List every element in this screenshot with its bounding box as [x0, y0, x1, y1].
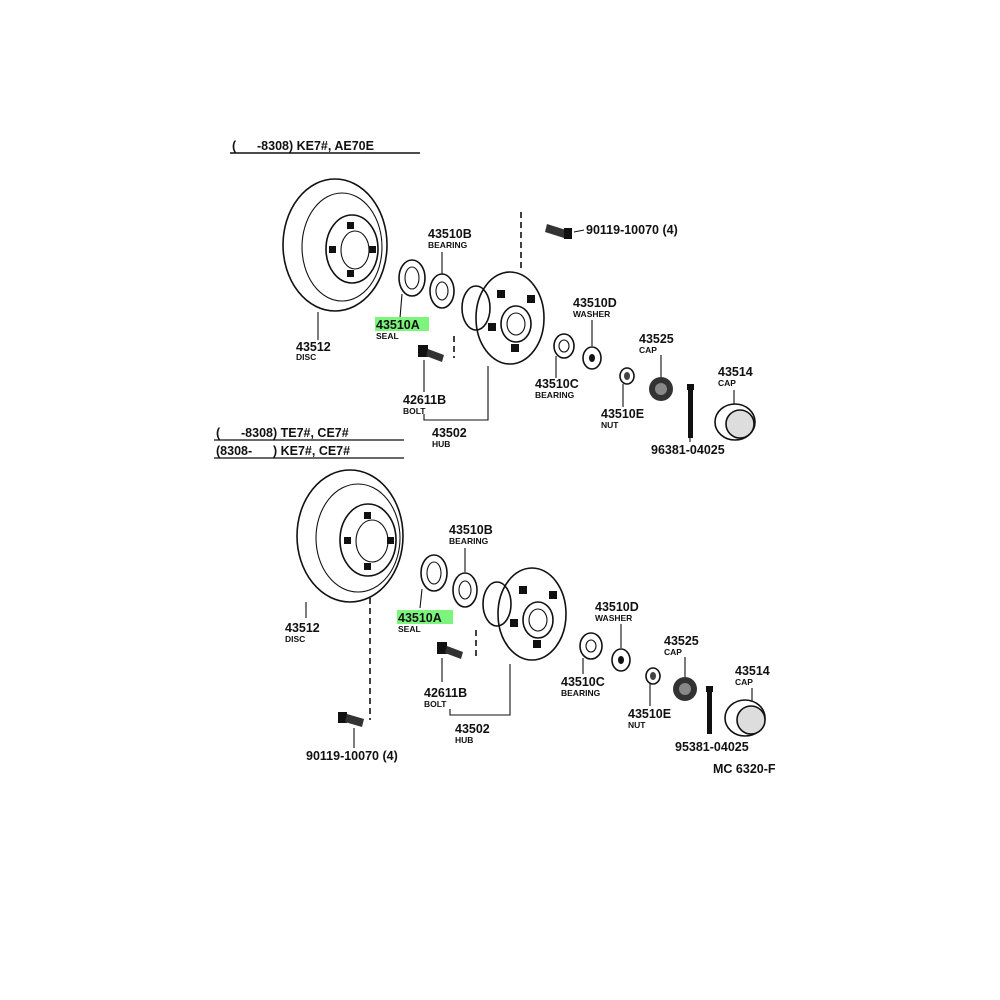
top-disc-drawing — [282, 178, 388, 312]
top-hub-drawing — [461, 271, 545, 365]
bottom-bearing-b-number: 43510B — [449, 523, 493, 537]
bottom-cap-25-drawing — [673, 677, 697, 701]
bottom-seal-drawing — [420, 554, 448, 592]
bottom-cap-14-name: CAP — [735, 677, 753, 687]
top-bearing-c-drawing — [553, 333, 575, 359]
bottom-bearing-c-drawing — [579, 632, 603, 660]
top-washer-drawing — [582, 346, 602, 370]
top-cap-25-number: 43525 — [639, 332, 674, 346]
top-section: ( -8308) KE7#, AE70E 43512 DISC 43510A S… — [230, 139, 756, 457]
top-cap-14-drawing — [714, 403, 756, 441]
top-seal-name: SEAL — [376, 331, 399, 341]
bottom-cap-25-name: CAP — [664, 647, 682, 657]
top-bearing-c-name: BEARING — [535, 390, 575, 400]
top-cap-25-name: CAP — [639, 345, 657, 355]
bottom-bearing-b-name: BEARING — [449, 536, 489, 546]
bottom-nut-name: NUT — [628, 720, 646, 730]
top-seal-drawing — [398, 259, 426, 297]
top-bolt-drawing — [418, 345, 444, 362]
bottom-pin-number: 95381-04025 — [675, 740, 749, 754]
top-washer-name: WASHER — [573, 309, 610, 319]
bottom-bearing-c-number: 43510C — [561, 675, 605, 689]
top-hub-number: 43502 — [432, 426, 467, 440]
bottom-bearing-b-drawing — [452, 572, 478, 608]
bottom-disc-drawing — [296, 469, 404, 603]
bottom-washer-name: WASHER — [595, 613, 632, 623]
bottom-bolt-drawing — [437, 642, 463, 659]
bottom-washer-number: 43510D — [595, 600, 639, 614]
top-nut-drawing — [619, 367, 635, 385]
top-cap-25-drawing — [649, 377, 673, 401]
bottom-hub-number: 43502 — [455, 722, 490, 736]
figure-code: MC 6320-F — [713, 762, 776, 776]
bottom-washer-drawing — [611, 648, 631, 672]
top-pin-drawing — [687, 384, 694, 438]
top-hub-name: HUB — [432, 439, 450, 449]
bottom-seal-name: SEAL — [398, 624, 421, 634]
top-disc-number: 43512 — [296, 340, 331, 354]
bottom-hub-name: HUB — [455, 735, 473, 745]
top-bearing-b-number: 43510B — [428, 227, 472, 241]
top-pin-number: 96381-04025 — [651, 443, 725, 457]
top-bolt-number: 42611B — [403, 393, 446, 407]
bottom-stud-number: 90119-10070 (4) — [306, 749, 398, 763]
top-stud-number: 90119-10070 (4) — [586, 223, 678, 237]
top-stud-drawing — [545, 224, 572, 239]
bottom-bearing-c-name: BEARING — [561, 688, 601, 698]
bottom-seal-number: 43510A — [398, 611, 442, 625]
bottom-header-line1: ( -8308) TE7#, CE7# — [216, 426, 349, 440]
top-seal-highlight — [375, 317, 429, 331]
bottom-bolt-number: 42611B — [424, 686, 467, 700]
top-washer-number: 43510D — [573, 296, 617, 310]
top-bearing-b-drawing — [429, 273, 455, 309]
bottom-stud-drawing — [338, 712, 364, 727]
bottom-cap-25-number: 43525 — [664, 634, 699, 648]
top-disc-name: DISC — [296, 352, 316, 362]
bottom-header-line2: (8308- ) KE7#, CE7# — [216, 444, 350, 458]
top-seal-number: 43510A — [376, 318, 420, 332]
bottom-cap-14-drawing — [724, 699, 766, 737]
bottom-nut-number: 43510E — [628, 707, 671, 721]
bottom-pin-drawing — [706, 686, 713, 734]
bottom-cap-14-number: 43514 — [735, 664, 770, 678]
bottom-bolt-name: BOLT — [424, 699, 447, 709]
bottom-seal-highlight — [397, 610, 453, 624]
top-nut-number: 43510E — [601, 407, 644, 421]
top-bolt-name: BOLT — [403, 406, 426, 416]
top-bearing-c-number: 43510C — [535, 377, 579, 391]
bottom-section: ( -8308) TE7#, CE7# (8308- ) KE7#, CE7# … — [214, 426, 776, 776]
top-bearing-b-name: BEARING — [428, 240, 468, 250]
top-nut-name: NUT — [601, 420, 619, 430]
bottom-hub-drawing — [482, 567, 567, 661]
bottom-disc-number: 43512 — [285, 621, 320, 635]
top-header: ( -8308) KE7#, AE70E — [232, 139, 374, 153]
bottom-disc-name: DISC — [285, 634, 305, 644]
top-cap-14-name: CAP — [718, 378, 736, 388]
bottom-nut-drawing — [645, 667, 661, 685]
top-cap-14-number: 43514 — [718, 365, 753, 379]
